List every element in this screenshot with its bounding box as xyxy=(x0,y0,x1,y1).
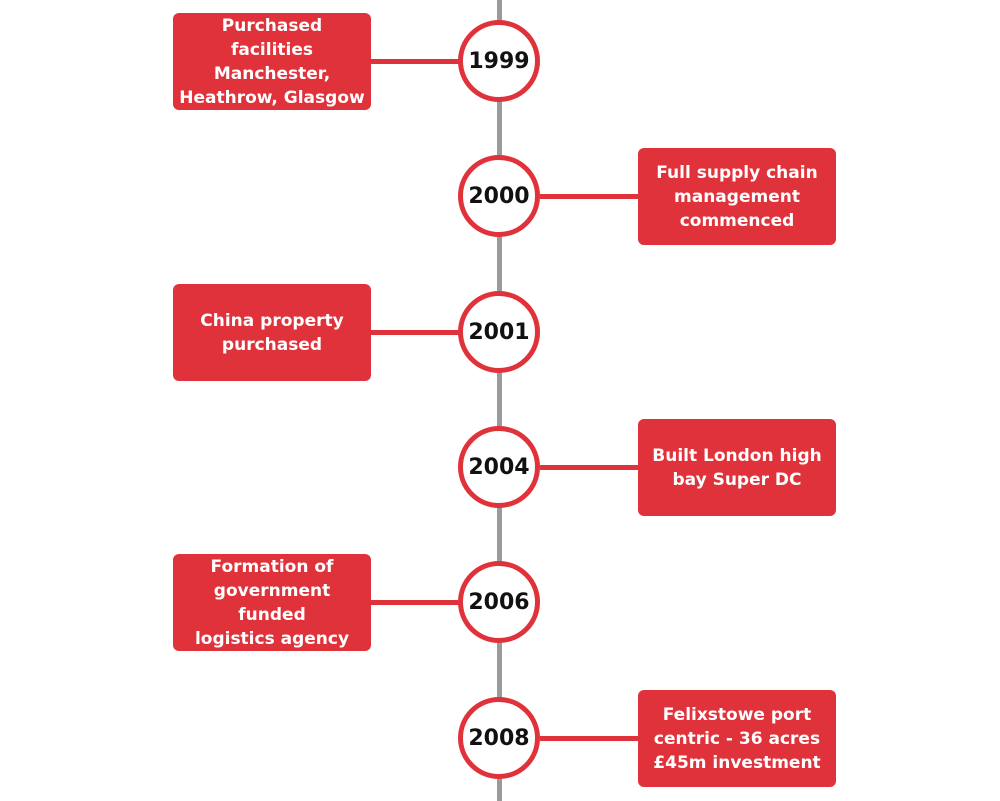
connector-2004 xyxy=(540,465,640,470)
connector-2006 xyxy=(370,600,460,605)
year-marker-2008: 2008 xyxy=(458,697,540,779)
event-box-2006: Formation of government funded logistics… xyxy=(173,554,371,651)
connector-1999 xyxy=(370,59,460,64)
connector-2008 xyxy=(540,736,640,741)
connector-2000 xyxy=(540,194,640,199)
event-box-2004: Built London high bay Super DC xyxy=(638,419,836,516)
year-marker-2006: 2006 xyxy=(458,561,540,643)
year-marker-2000: 2000 xyxy=(458,155,540,237)
event-box-2000: Full supply chain management commenced xyxy=(638,148,836,245)
connector-2001 xyxy=(370,330,460,335)
timeline-axis xyxy=(497,0,502,801)
year-marker-2001: 2001 xyxy=(458,291,540,373)
year-marker-2004: 2004 xyxy=(458,426,540,508)
event-box-2008: Felixstowe port centric - 36 acres £45m … xyxy=(638,690,836,787)
event-box-1999: Purchased facilities Manchester, Heathro… xyxy=(173,13,371,110)
event-box-2001: China property purchased xyxy=(173,284,371,381)
year-marker-1999: 1999 xyxy=(458,20,540,102)
